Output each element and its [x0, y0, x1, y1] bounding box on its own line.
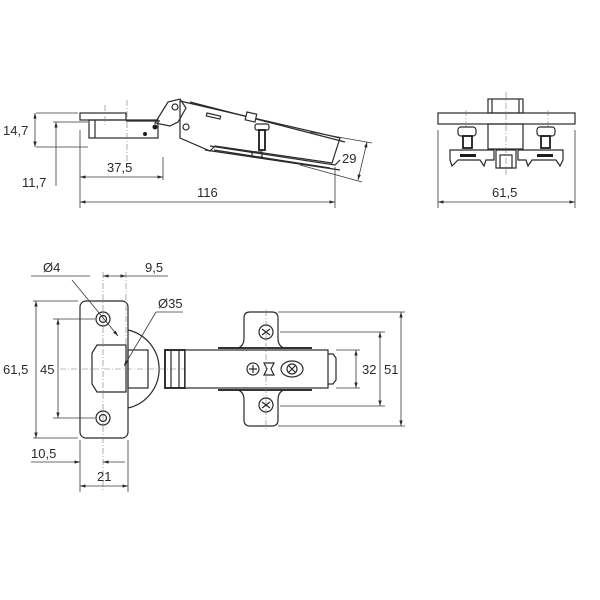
dim-cup-offset: 37,5	[107, 160, 132, 175]
hinge-end-profile	[437, 92, 576, 175]
dim-total-length: 116	[197, 185, 218, 200]
dim-end-plate-width: 61,5	[492, 185, 517, 200]
dim-arm-height: 29	[342, 151, 356, 166]
side-view-dimensions: 14,7 11,7 37,5 116 29	[3, 112, 373, 208]
top-view-dimensions: Ø4 9,5 Ø35 61,5 45 10,5 21	[3, 260, 405, 492]
dim-hole-spacing: 45	[40, 362, 54, 377]
mounting-plate-top	[218, 310, 312, 430]
end-view: 61,5	[437, 92, 576, 208]
cam-screw-icon	[280, 360, 304, 378]
side-view: 14,7 11,7 37,5 116 29	[3, 98, 373, 208]
dim-mount-outer: 51	[384, 362, 398, 377]
dim-plate-height: 61,5	[3, 362, 28, 377]
hinge-cup-side	[79, 100, 160, 165]
dim-plate-width: 21	[97, 469, 111, 484]
dim-edge-to-center: 10,5	[31, 446, 56, 461]
dim-hole-offset: 9,5	[145, 260, 163, 275]
dim-mount-inner: 32	[362, 362, 376, 377]
top-view: Ø4 9,5 Ø35 61,5 45 10,5 21	[3, 260, 405, 492]
hinge-linkage	[154, 98, 190, 131]
dim-screw-hole-diameter: Ø4	[43, 260, 60, 275]
adjust-screw-icon	[246, 362, 260, 376]
hinge-arm-side	[179, 100, 346, 171]
end-view-dimensions: 61,5	[437, 130, 576, 208]
dim-cup-depth: 14,7	[3, 123, 28, 138]
cup-outline	[127, 329, 160, 409]
dim-overlay-height: 11,7	[22, 175, 46, 190]
dim-cup-diameter: Ø35	[158, 296, 183, 311]
